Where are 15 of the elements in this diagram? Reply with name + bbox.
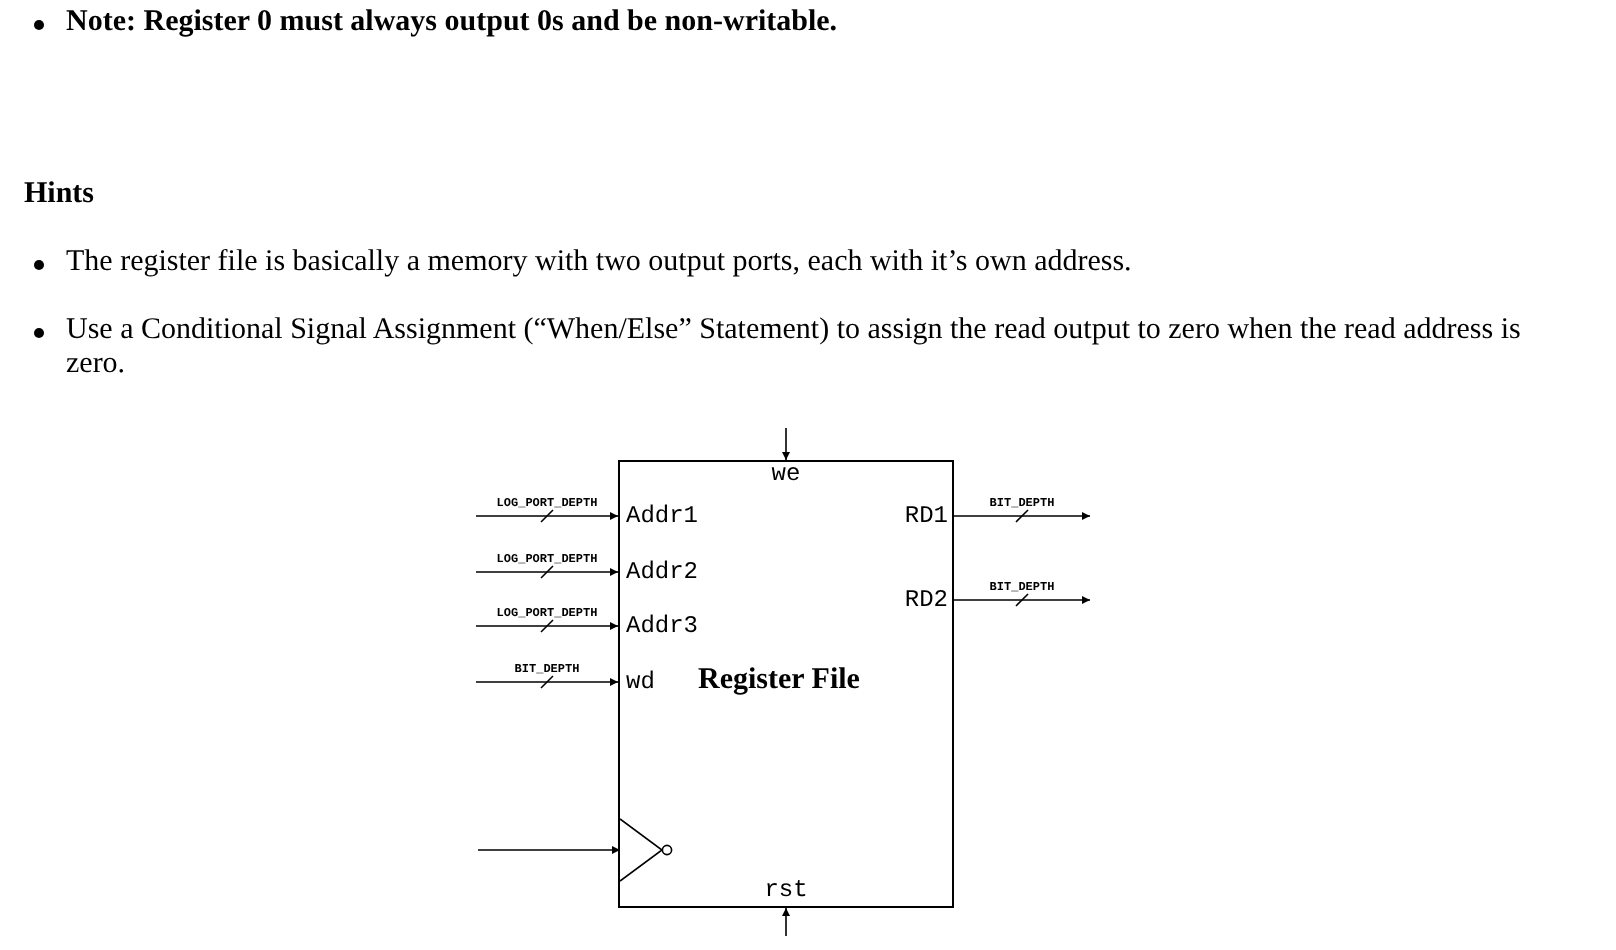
- note-text: Note: Register 0 must always output 0s and be non-writable.: [66, 6, 840, 40]
- clock-triangle-symbol: [620, 818, 676, 882]
- port-label: we: [766, 460, 806, 488]
- section-heading: Hints: [24, 178, 97, 212]
- port-label: wd: [618, 668, 678, 696]
- port-label: rst: [762, 876, 810, 908]
- port-label: Addr3: [618, 612, 718, 640]
- port-label: Addr1: [618, 502, 718, 530]
- register-file-block: [618, 460, 954, 908]
- port-label: RD1: [884, 502, 954, 530]
- block-title: Register File: [698, 664, 860, 698]
- hint-text: Use a Conditional Signal Assignment (“When/Else” Statement) to assign the read output to zero when the read address is zero.: [66, 314, 1523, 382]
- port-label: Addr2: [618, 558, 718, 586]
- port-label: RD2: [884, 586, 954, 614]
- hint-text: The register file is basically a memory with two output ports, each with it’s own address.: [66, 246, 1134, 280]
